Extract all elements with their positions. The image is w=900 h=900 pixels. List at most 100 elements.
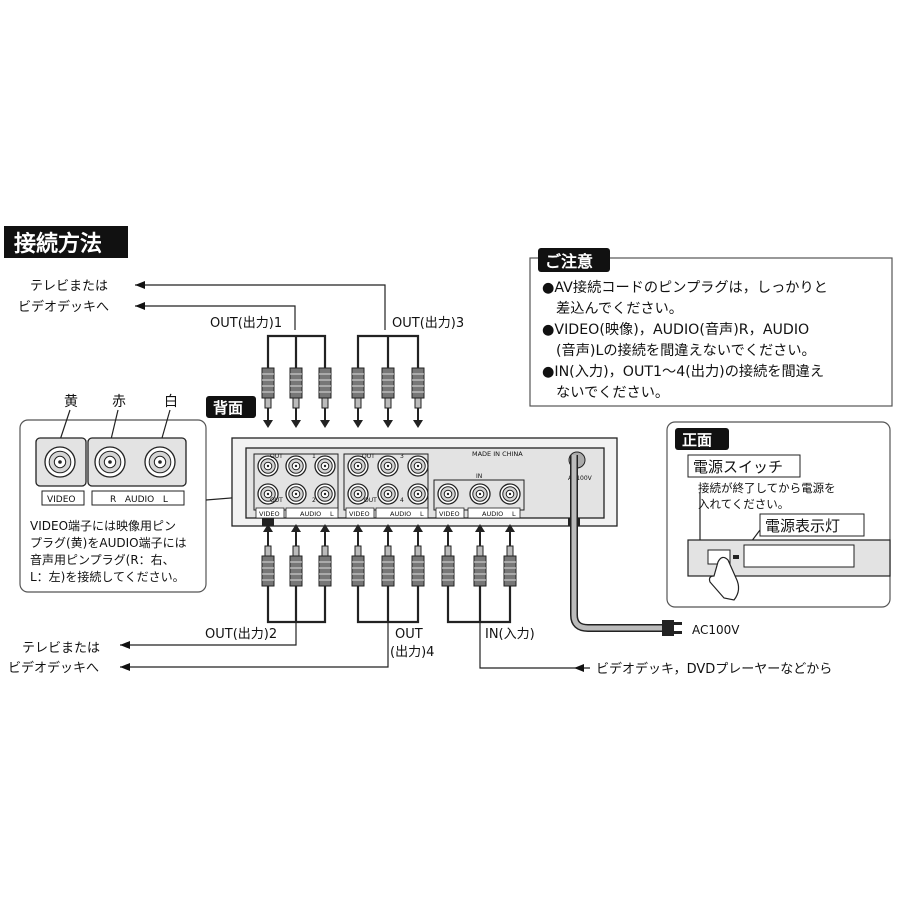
panel-audio-tag-text-1: AUDIO <box>300 510 321 518</box>
rear-label: 背面 <box>213 399 243 417</box>
power-note-2: 入れてください。 <box>698 497 789 511</box>
panel-jack-group <box>253 453 525 511</box>
out2-feed-line <box>120 622 297 646</box>
panel-jack-top-1 <box>257 455 279 477</box>
panel-jack-bottom-1 <box>257 483 279 505</box>
panel-audio-tag-text-2: AUDIO <box>390 510 411 518</box>
panel-jack-label-5: OUT <box>270 497 283 504</box>
panel-audio-tag-text-3: AUDIO <box>482 510 503 518</box>
to-tv-bottom-line-2: ビデオデッキへ <box>8 660 99 676</box>
legend-audio-tag-text: R AUDIO L <box>110 495 168 505</box>
power-lamp-indicator <box>733 555 739 559</box>
to-tv-top-line-2: ビデオデッキへ <box>18 299 109 315</box>
top-plug-5 <box>381 367 395 428</box>
panel-audio-tag-3 <box>467 507 521 519</box>
out3-feed-line <box>135 284 386 330</box>
panel-jack-bottom-9 <box>499 483 521 505</box>
top-plug-4 <box>351 367 365 428</box>
panel-video-tag-text-2: VIDEO <box>349 510 370 518</box>
legend-note-1: VIDEO端子には映像用ピン <box>30 519 176 533</box>
power-switch-tag <box>687 454 801 478</box>
title-background <box>4 226 128 258</box>
caution-line-4: (音声)Lの接続を間違えないでください。 <box>556 342 816 359</box>
caution-line-2: 差込んでください。 <box>556 301 683 317</box>
arrow-left-icon <box>574 664 584 672</box>
bottom-plug-9 <box>503 524 517 587</box>
panel-jack-label-1: OUT <box>270 453 283 460</box>
panel-jack-bottom-7 <box>437 483 459 505</box>
panel-jack-top-6 <box>407 455 429 477</box>
panel-jack-label-8: 4 <box>400 497 404 504</box>
panel-jack-bottom-3 <box>314 483 336 505</box>
power-note-1: 接続が終了してから電源を <box>698 481 836 495</box>
legend-jack-audio-l <box>144 446 176 478</box>
panel-audio-tag-1 <box>285 507 339 519</box>
out4-feed-line <box>120 622 389 668</box>
bottom-plug-3 <box>318 524 332 587</box>
arrow-left-icon <box>135 281 145 289</box>
panel-jack-top-4 <box>347 455 369 477</box>
panel-video-tag-text-1: VIDEO <box>259 510 280 518</box>
out2-label: OUT(出力)2 <box>205 627 277 642</box>
panel-jack-label-4: 3 <box>400 453 404 460</box>
panel-jack-bottom-6 <box>407 483 429 505</box>
panel-jack-label-3: OUT <box>362 453 375 460</box>
top-plug-group <box>261 367 425 428</box>
caution-line-6: ないでください。 <box>556 385 669 401</box>
power-switch-label: 電源スイッチ <box>693 458 783 476</box>
front-display-window <box>743 544 855 568</box>
page-title: 接続方法 <box>14 231 102 257</box>
panel-jack-label-7: OUT <box>364 497 377 504</box>
ac-label: AC100V <box>692 623 740 637</box>
rear-label-bg <box>206 396 256 418</box>
device-foot-left <box>262 518 274 526</box>
out3-label: OUT(出力)3 <box>392 316 464 331</box>
legend-audio-tag <box>91 490 185 506</box>
out2-cable-bundle <box>266 586 327 624</box>
made-in-label: MADE IN CHINA <box>472 450 523 458</box>
bottom-plug-6 <box>411 524 425 587</box>
in-label: IN(入力) <box>485 627 535 642</box>
legend-jack-video <box>44 446 76 478</box>
top-plug-3 <box>318 367 332 428</box>
bottom-plug-7 <box>441 524 455 587</box>
panel-ac-label: AC100V <box>568 475 593 482</box>
panel-jack-top-5 <box>377 455 399 477</box>
to-tv-bottom-line-1: テレビまたは <box>22 641 100 656</box>
panel-l-tag-text-2: L <box>420 510 424 518</box>
top-plug-6 <box>411 367 425 428</box>
caution-heading-bg <box>538 248 610 272</box>
arrow-left-icon <box>120 663 130 671</box>
out3-cable-bundle <box>356 334 420 370</box>
front-label-bg <box>675 428 729 450</box>
panel-jack-bottom-2 <box>285 483 307 505</box>
out4-label-1: OUT <box>395 627 423 642</box>
bottom-plug-5 <box>381 524 395 587</box>
top-plug-1 <box>261 367 275 428</box>
white-label: 白 <box>164 394 178 410</box>
panel-l-tag-text-1: L <box>330 510 334 518</box>
panel-video-tag-3 <box>435 507 465 519</box>
bottom-plug-8 <box>473 524 487 587</box>
legend-video-tag <box>41 490 85 506</box>
out1-label: OUT(出力)1 <box>210 316 282 331</box>
panel-jack-label-2: 1 <box>312 453 316 460</box>
panel-audio-tag-2 <box>375 507 429 519</box>
in-feed-line <box>479 622 590 669</box>
bottom-plug-group <box>261 524 517 587</box>
top-plug-2 <box>289 367 303 428</box>
out1-cable-bundle <box>266 334 327 370</box>
panel-jack-bottom-4 <box>347 483 369 505</box>
legend-jack-group <box>44 446 176 478</box>
caution-heading: ご注意 <box>545 252 593 271</box>
bottom-plug-2 <box>289 524 303 587</box>
legend-note-3: 音声用ピンプラグ(R：右、 <box>30 552 175 567</box>
legend-note-2: プラグ(黄)をAUDIO端子には <box>30 536 187 550</box>
finger-pointer-icon <box>708 556 740 601</box>
panel-l-tag-text-3: L <box>512 510 516 518</box>
legend-note-4: L：左)を接続してください。 <box>30 569 185 584</box>
panel-jack-top-2 <box>285 455 307 477</box>
